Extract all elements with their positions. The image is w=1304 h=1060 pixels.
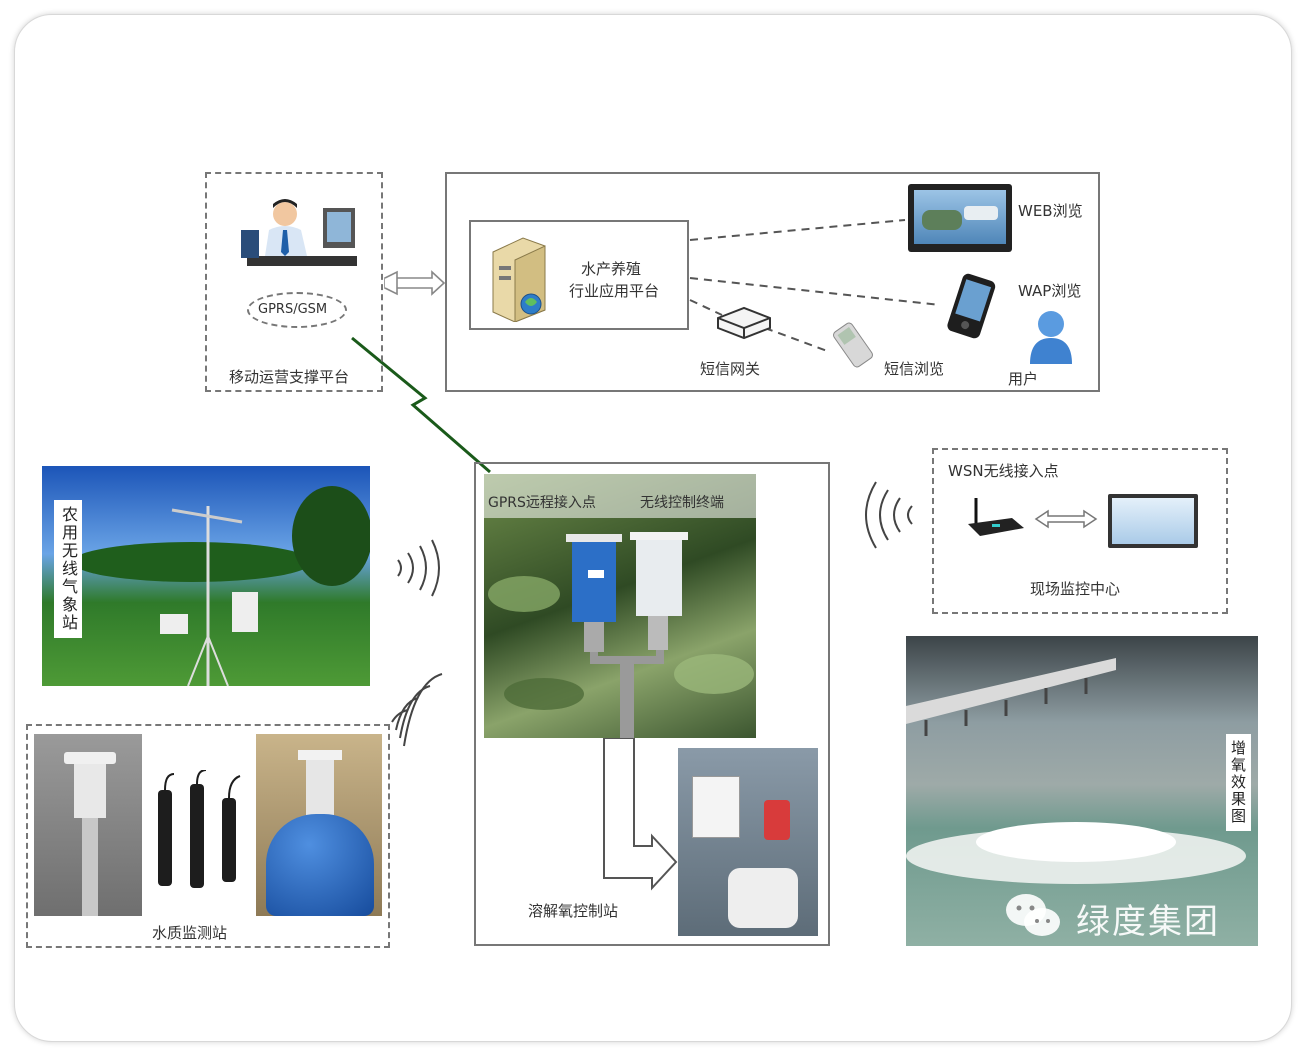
monitor-screen-icon [1108,494,1198,548]
wireless-terminal-label: 无线控制终端 [640,495,724,511]
aeration-photo [906,636,1258,946]
water-quality-box [26,724,390,948]
gprs-gsm-ellipse [247,292,347,328]
do-station-label: 溶解氧控制站 [528,902,619,920]
buoy-sensor-photo [256,734,382,916]
weather-station-drawing [72,486,370,686]
sensor-photo [484,474,756,738]
wsn-router-icon [968,498,1024,536]
flow-arrow [603,737,678,891]
wsn-double-arrow [1034,509,1098,529]
do-station-photo [678,748,818,936]
double-arrow-left [384,270,446,296]
web-monitor-icon [908,184,1012,252]
monitor-center-label: 现场监控中心 [1030,580,1121,598]
lightning-link [351,336,491,474]
user-label: 用户 [1008,370,1039,388]
center-box [474,462,830,946]
smartphone-icon [947,273,996,339]
wap-browse-label: WAP浏览 [1018,282,1082,300]
weather-station-photo [42,466,370,686]
sms-browse-label: 短信浏览 [884,360,945,378]
gprs-access-label: GPRS远程接入点 [488,495,596,511]
app-platform-box [445,172,1100,392]
wechat-icon [1006,894,1060,936]
probe-sensors-icon [158,770,241,888]
signal-arcs-weather [397,539,440,597]
user-icon [1030,311,1072,364]
floating-sensor-photo [34,734,142,916]
aeration-drawing [906,658,1246,884]
wsn-box [932,448,1228,614]
server-icon [492,237,546,322]
water-quality-label: 水质监测站 [152,924,228,942]
web-browse-label: WEB浏览 [1018,202,1083,220]
aeration-label: 增氧效果图 [1226,734,1251,831]
server-label-line2: 行业应用平台 [569,282,660,300]
sms-gateway-icon [717,306,771,340]
operator-icon [241,199,357,266]
signal-arcs-water [391,673,443,747]
feature-phone-icon [833,322,873,368]
dashed-links [689,219,941,353]
signal-arcs-wsn [865,481,913,549]
watermark-text: 绿度集团 [1076,902,1220,942]
wsn-access-label: WSN无线接入点 [948,462,1059,480]
mobile-platform-caption: 移动运营支撑平台 [229,368,350,386]
sms-gateway-label: 短信网关 [700,360,761,378]
gprs-gsm-label: GPRS/GSM [258,302,328,317]
server-box: 水产养殖 行业应用平台 [469,220,689,330]
sensor-drawing [488,532,754,738]
server-label-line1: 水产养殖 [581,260,642,278]
weather-station-label: 农用无线气象站 [54,500,82,638]
mobile-platform-box: GPRS/GSM 移动运营支撑平台 [205,172,383,392]
